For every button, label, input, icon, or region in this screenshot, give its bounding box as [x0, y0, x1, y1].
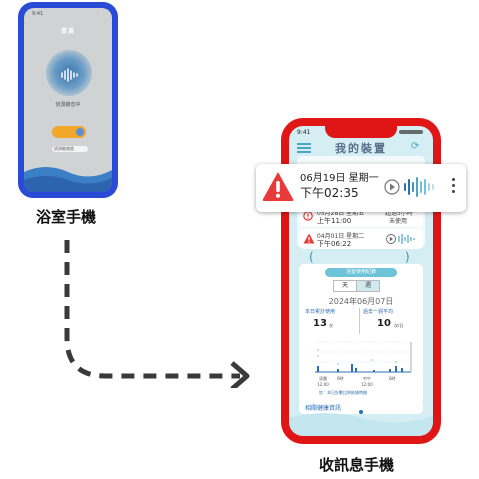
sensitivity-label: 偵測敏感度	[54, 146, 74, 151]
sensitivity-slider[interactable]: 偵測敏感度	[52, 146, 88, 152]
status-time: 9:41	[32, 11, 44, 17]
notification-date: 06月19日 星期一	[300, 173, 379, 184]
usage-chart	[315, 341, 412, 373]
x-tick: 6時	[337, 376, 344, 381]
week-label: 過去一週平均	[363, 309, 394, 315]
flow-arrow	[64, 240, 250, 388]
page-indicator	[359, 410, 363, 414]
warning-circle-icon	[303, 211, 313, 221]
stats-date: 2024年06月07日	[328, 297, 394, 306]
history-note: 超過5小時	[385, 210, 413, 217]
bathroom-phone-screen: 9:41 首頁 偵測錄音中 偵測敏感度	[24, 8, 112, 192]
refresh-icon[interactable]: ⟳	[411, 141, 420, 152]
audio-wave-icon[interactable]	[383, 175, 445, 199]
bathroom-phone: 9:41 首頁 偵測錄音中 偵測敏感度	[18, 2, 118, 198]
recording-status: 偵測錄音中	[55, 102, 81, 108]
bathroom-phone-caption: 浴室手機	[36, 208, 97, 226]
history-item[interactable]: 04月01日 星期二 下午06:22	[299, 229, 423, 249]
sound-wave-icon	[61, 68, 78, 82]
usage-stats-card: 浴室使用紀錄 天 週 2024年06月07日 本日累計使用 過去一週平均 13 …	[299, 264, 423, 404]
phone-notch	[325, 126, 397, 138]
tab-week[interactable]: 週	[356, 280, 380, 292]
history-date: 04月01日 星期二	[317, 233, 365, 240]
chart-note: 註：本日計數比例依據時間	[319, 390, 367, 395]
today-unit: 次	[329, 323, 333, 328]
x-tick: 凌晨 12:00	[317, 376, 329, 387]
more-options-icon[interactable]	[452, 178, 456, 193]
recording-orb	[46, 50, 92, 96]
notification-time: 下午02:35	[300, 186, 359, 200]
health-info-link[interactable]: 相關健康資訊	[299, 400, 423, 414]
week-value: 10	[377, 318, 391, 329]
history-time: 下午06:22	[317, 240, 352, 248]
history-time: 上午11:00	[317, 217, 352, 225]
notification-popup[interactable]: 06月19日 星期一 下午02:35	[256, 164, 466, 212]
menu-icon[interactable]	[297, 143, 311, 153]
stats-header: 浴室使用紀錄	[325, 268, 397, 277]
recording-toggle[interactable]	[52, 126, 86, 138]
week-unit: 次/日	[394, 323, 404, 328]
history-note-2: 未使用	[389, 218, 408, 225]
binder-ring-icon: (	[309, 250, 314, 264]
x-tick: 中午 12:00	[361, 376, 373, 387]
wave-decoration	[24, 167, 112, 192]
page-title: 我的裝置	[335, 142, 387, 155]
status-icons	[399, 130, 423, 134]
x-tick: 6時	[389, 376, 396, 381]
warning-triangle-icon	[262, 172, 294, 201]
health-info-label: 相關健康資訊	[305, 405, 342, 412]
wave-decoration	[289, 413, 433, 436]
tab-day[interactable]: 天	[333, 280, 357, 292]
history-date: 05月28日 星期五	[317, 210, 365, 217]
receiver-phone-caption: 收訊息手機	[319, 456, 395, 474]
today-value: 13	[313, 318, 327, 329]
audio-wave-icon[interactable]	[385, 232, 421, 246]
warning-triangle-icon	[303, 233, 315, 244]
status-time: 9:41	[297, 129, 311, 136]
divider	[359, 308, 360, 334]
page-title: 首頁	[60, 28, 75, 35]
today-label: 本日累計使用	[305, 309, 336, 315]
binder-ring-icon: )	[405, 250, 410, 264]
toggle-knob	[76, 128, 84, 136]
